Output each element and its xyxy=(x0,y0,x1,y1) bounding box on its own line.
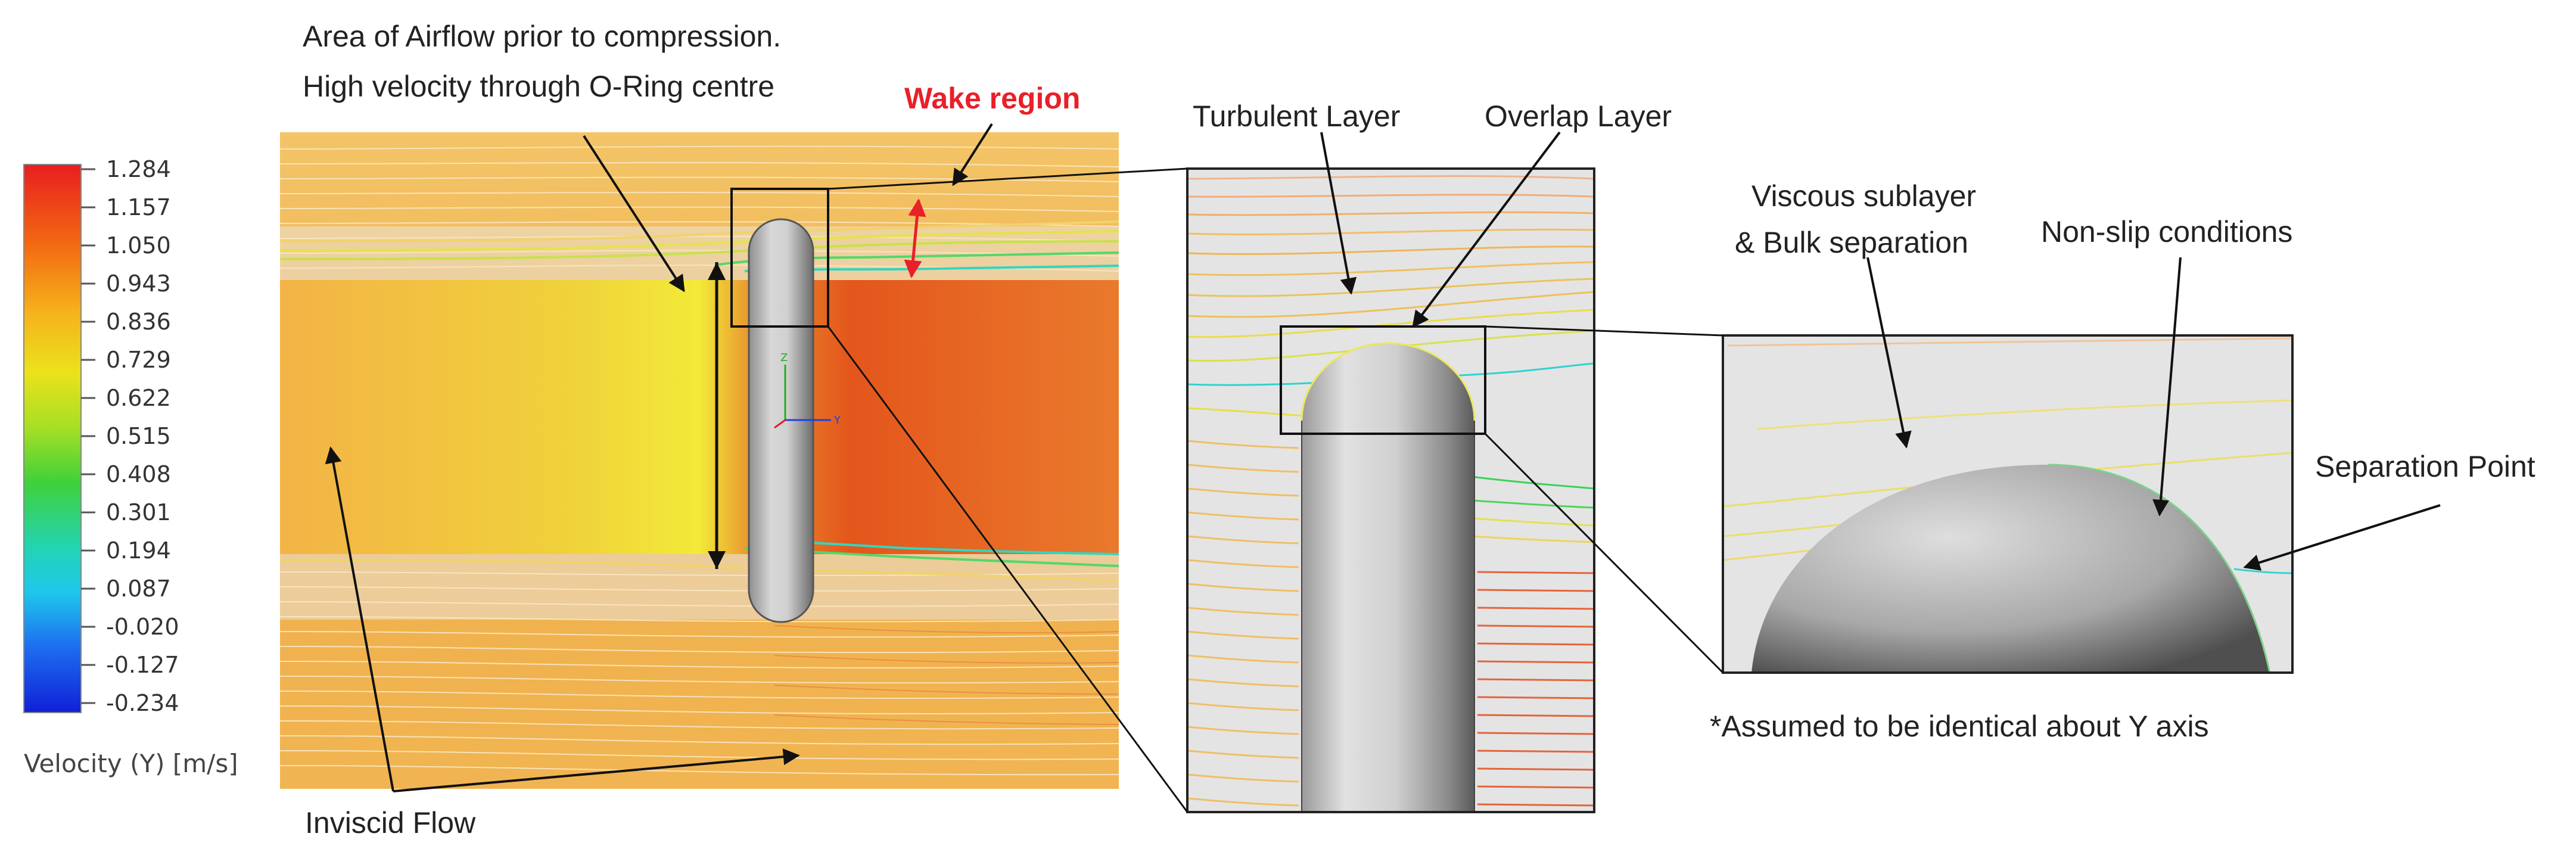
legend-title: Velocity (Y) [m/s] xyxy=(24,749,238,778)
separation-point-label: Separation Point xyxy=(2315,450,2535,483)
legend-value: 0.622 xyxy=(106,385,171,411)
main-velocity-field: Z Y xyxy=(280,132,1119,789)
non-slip-label: Non-slip conditions xyxy=(2041,215,2292,248)
zoom-connector-lines-2 xyxy=(1484,325,1724,674)
axis-z-label: Z xyxy=(780,352,788,364)
symmetry-note: *Assumed to be identical about Y axis xyxy=(1710,710,2209,743)
legend-value: 0.408 xyxy=(106,461,171,487)
legend-color-bar xyxy=(23,164,82,713)
zoom1-left-flow xyxy=(1187,440,1299,807)
zoom-region-2-marker xyxy=(1280,325,1486,435)
overlap-layer-label: Overlap Layer xyxy=(1485,99,1672,133)
arrow-airflow xyxy=(583,135,685,293)
legend-value: -0.127 xyxy=(106,652,179,678)
streamlines-wake-lower xyxy=(774,625,1119,725)
streamlines-lower xyxy=(280,571,1119,776)
arrow-inviscid-2 xyxy=(393,748,800,792)
legend-value: 0.836 xyxy=(106,309,171,335)
legend-value: 0.943 xyxy=(106,270,171,297)
airflow-annotation-line1: Area of Airflow prior to compression. xyxy=(303,20,781,53)
zoom2-dome xyxy=(1751,465,2270,673)
zoom1-cylinder xyxy=(1301,343,1475,812)
legend-value: 1.284 xyxy=(106,156,171,182)
zoom-panel-2-frame xyxy=(1722,334,2294,674)
legend-value: 1.050 xyxy=(106,232,171,259)
inlet-height-arrow xyxy=(708,262,726,569)
arrow-overlap xyxy=(1412,131,1561,328)
zoom-panel-1 xyxy=(1186,167,1595,813)
arrow-inviscid-1 xyxy=(325,446,394,792)
arrow-wake xyxy=(952,123,993,186)
legend-value: 0.194 xyxy=(106,537,171,564)
axis-triad: Z Y xyxy=(774,352,841,429)
velocity-legend: 1.284 1.157 1.050 0.943 0.836 0.729 0.62… xyxy=(23,156,238,778)
zoom1-wake-flow xyxy=(1477,571,1594,807)
zoom-panel-1-frame xyxy=(1186,167,1595,813)
inviscid-flow-label: Inviscid Flow xyxy=(305,806,476,839)
wake-region-label: Wake region xyxy=(904,82,1080,115)
streamlines-upper xyxy=(280,145,1119,272)
annotation-arrows xyxy=(325,123,2441,792)
viscous-sublayer-label-line1: Viscous sublayer xyxy=(1751,179,1976,213)
arrow-viscous xyxy=(1866,257,1912,449)
wake-region-arrow xyxy=(904,198,926,278)
turbulent-layer-label: Turbulent Layer xyxy=(1193,99,1400,133)
legend-ticks xyxy=(81,168,95,704)
legend-value: 0.515 xyxy=(106,423,171,449)
airflow-annotation-line2: High velocity through O-Ring centre xyxy=(303,70,774,103)
legend-value: 0.087 xyxy=(106,576,171,602)
zoom-panel-2 xyxy=(1722,334,2294,674)
viscous-sublayer-label-line2: & Bulk separation xyxy=(1735,226,1968,259)
legend-value: 0.301 xyxy=(106,499,171,525)
arrow-nonslip xyxy=(2152,257,2182,517)
zoom-region-1-marker xyxy=(730,188,829,328)
arrow-turbulent xyxy=(1320,132,1357,295)
axis-y-label: Y xyxy=(833,414,841,427)
legend-value: -0.234 xyxy=(106,690,179,716)
core-flow-band xyxy=(280,280,1119,554)
legend-value: 0.729 xyxy=(106,347,171,373)
zoom-connector-lines-1 xyxy=(827,167,1189,813)
legend-value: 1.157 xyxy=(106,194,171,220)
legend-value: -0.020 xyxy=(106,614,179,640)
arrow-separation xyxy=(2243,504,2441,571)
annotations: Area of Airflow prior to compression. Hi… xyxy=(303,20,2535,839)
